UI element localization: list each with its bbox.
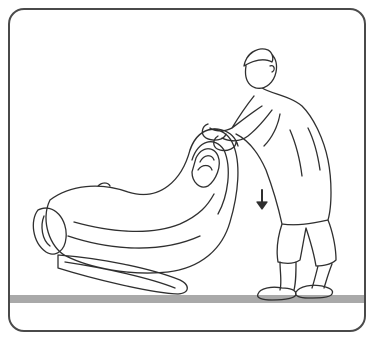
person-arm	[210, 106, 262, 131]
massage-chair	[33, 129, 238, 294]
person-figure	[202, 49, 336, 300]
person-shoe-right	[296, 285, 333, 298]
illustration-frame	[8, 8, 366, 332]
person-shoe-left	[258, 287, 296, 300]
down-arrow-icon	[257, 190, 267, 209]
person-shorts	[277, 220, 336, 266]
chair-armrest	[192, 149, 219, 187]
chair-leg-rest	[33, 208, 66, 254]
person-leg-left	[280, 262, 281, 290]
person-shirt	[236, 88, 331, 225]
massage-chair-diagram	[10, 10, 366, 332]
